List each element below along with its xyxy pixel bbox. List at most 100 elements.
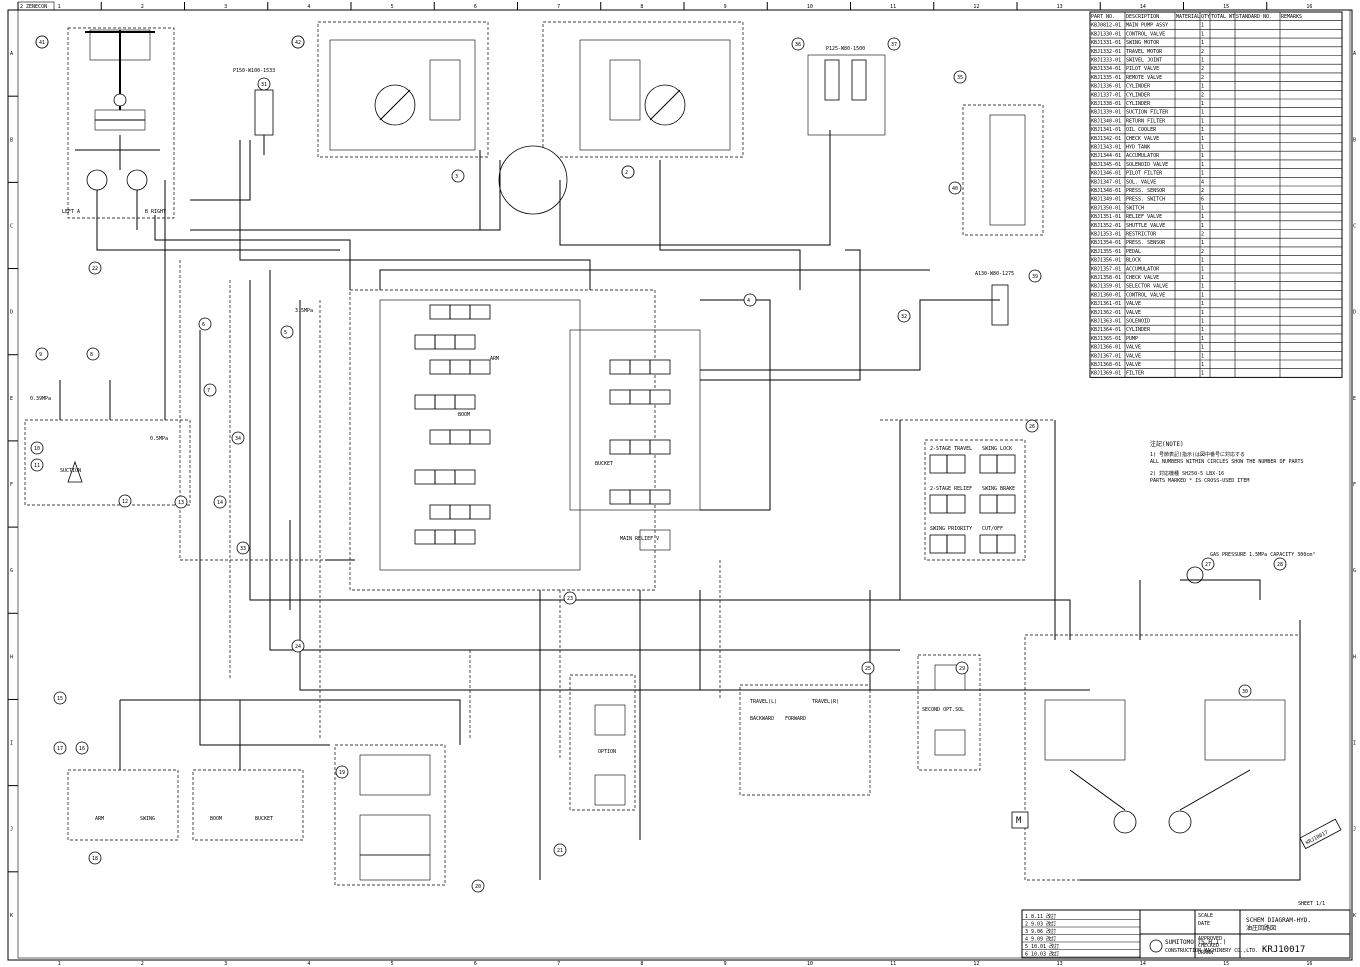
- table-cell: KBJ1367-01: [1091, 353, 1121, 359]
- company-name: SUMITOMO (S.H.I.): [1165, 939, 1226, 946]
- table-cell: 1: [1201, 171, 1204, 177]
- callout-circle: [53, 691, 67, 705]
- row-label: K: [1353, 913, 1356, 919]
- callout-number: 12: [122, 499, 128, 505]
- callout-number: 19: [339, 770, 345, 776]
- table-cell: SWITCH: [1126, 205, 1144, 211]
- table-cell: CYLINDER: [1126, 101, 1151, 107]
- table-cell: 1: [1201, 40, 1204, 46]
- table-cell: KBJ1345-01: [1091, 162, 1121, 168]
- table-cell: 2: [1201, 66, 1204, 72]
- table-cell: KBJ1364-01: [1091, 327, 1121, 333]
- table-cell: 1: [1201, 310, 1204, 316]
- table-cell: PUMP: [1126, 336, 1138, 342]
- pilot-swing-label: SWING: [140, 816, 155, 822]
- table-cell: VALVE: [1126, 310, 1141, 316]
- table-cell: PRESS. SENSOR: [1126, 188, 1166, 194]
- table-cell: CONTROL VALVE: [1126, 292, 1165, 298]
- table-cell: 1: [1201, 23, 1204, 29]
- callout-circle: [35, 347, 49, 361]
- callout-number: 42: [295, 40, 301, 46]
- row-label: I: [1353, 741, 1356, 747]
- accumulator: GAS PRESSURE 1.5MPa CAPACITY 300cm³: [1186, 552, 1315, 584]
- notes-line-3: 2) 対応機種 SH250-5 LBX-16: [1150, 470, 1224, 477]
- table-cell: 1: [1201, 223, 1204, 229]
- callout-circle: [1273, 557, 1287, 571]
- drawing-title-jp: 油圧回路図: [1246, 924, 1276, 932]
- table-cell: MAIN PUMP ASSY: [1126, 23, 1168, 29]
- spool: [609, 359, 671, 375]
- table-cell: 1: [1201, 153, 1204, 159]
- table-cell: PILOT VALVE: [1126, 66, 1159, 72]
- table-cell: 1: [1201, 205, 1204, 211]
- column-label: 5: [391, 961, 394, 967]
- callout-circle: [791, 37, 805, 51]
- column-label: 16: [1306, 4, 1312, 10]
- callout-circle: [213, 495, 227, 509]
- table-cell: SOLENOID VALVE: [1126, 162, 1168, 168]
- callout-circle: [257, 77, 271, 91]
- table-cell: 2: [1201, 49, 1204, 55]
- table-cell: 1: [1201, 84, 1204, 90]
- hydraulic-line: [154, 215, 351, 290]
- table-cell: 1: [1201, 371, 1204, 377]
- table-cell: KBJ1353-01: [1091, 232, 1121, 238]
- main-relief-label: MAIN RELIEF V: [620, 536, 659, 542]
- callout-number: 34: [235, 436, 241, 442]
- callout-circle: [236, 541, 250, 555]
- column-label: 16: [1306, 961, 1312, 967]
- row-label: B: [10, 137, 13, 143]
- tank-filter-group: 0.39MPa 0.5MPa SUCTION 3.5MPa: [24, 308, 313, 506]
- column-label: 13: [1057, 961, 1063, 967]
- company-logo: [1149, 939, 1163, 953]
- row-label: H: [1353, 654, 1356, 660]
- table-cell: KBJ1368-01: [1091, 362, 1121, 368]
- callout-number: 4: [747, 298, 750, 304]
- callout-number: 40: [952, 186, 958, 192]
- spool: [429, 304, 491, 320]
- callout-number: 27: [1205, 562, 1211, 568]
- table-cell: 1: [1201, 266, 1204, 272]
- callout-circle: [887, 37, 901, 51]
- callout-circle: [53, 741, 67, 755]
- callout-number: 21: [557, 848, 563, 854]
- hydraulic-line: [379, 269, 930, 290]
- table-cell: 1: [1201, 58, 1204, 64]
- table-cell: KBJ1359-01: [1091, 284, 1121, 290]
- table-cell: RESTRICTOR: [1126, 232, 1157, 238]
- table-cell: KBJ1348-01: [1091, 188, 1121, 194]
- callout-circle: [231, 431, 245, 445]
- row-label: J: [10, 827, 13, 833]
- table-cell: PILOT FILTER: [1126, 171, 1163, 177]
- forward-label: FORWARD: [785, 716, 806, 722]
- notes-line-1: 1) 号節表記(指示)は図中番号に対応する: [1150, 451, 1245, 458]
- table-cell: KBJ1337-01: [1091, 92, 1121, 98]
- control-valve-bank: ARM BOOM BUCKET MAIN RELIEF V: [349, 289, 701, 591]
- table-cell: KBJ1338-01: [1091, 101, 1121, 107]
- callout-circle: [948, 181, 962, 195]
- callout-circle: [1201, 557, 1215, 571]
- callout-circle: [88, 851, 102, 865]
- callout-number: 11: [34, 463, 40, 469]
- table-cell: KBJ1336-01: [1091, 84, 1121, 90]
- second-opt-label: SECOND OPT.SOL: [922, 707, 964, 713]
- table-cell: ACCUMULATOR: [1126, 266, 1160, 272]
- table-cell: CONTROL VALVE: [1126, 31, 1165, 37]
- main-pump-group: LEFT A B RIGHT: [62, 27, 175, 230]
- callout-circle: [897, 309, 911, 323]
- column-label: 3: [224, 4, 227, 10]
- column-label: 14: [1140, 961, 1146, 967]
- drawn-label: DRAWN: [1198, 950, 1213, 956]
- callout-circle: [451, 169, 465, 183]
- table-cell: KBJ1347-01: [1091, 179, 1121, 185]
- hydraulic-line: [869, 590, 1040, 691]
- table-cell: KBJ1351-01: [1091, 214, 1121, 220]
- callout-number: 31: [261, 82, 267, 88]
- table-cell: 1: [1201, 275, 1204, 281]
- callout-circle: [280, 325, 294, 339]
- table-cell: 2: [1201, 249, 1204, 255]
- revision-row: 1 8.11 改訂: [1025, 913, 1056, 920]
- column-label: 1: [58, 4, 61, 10]
